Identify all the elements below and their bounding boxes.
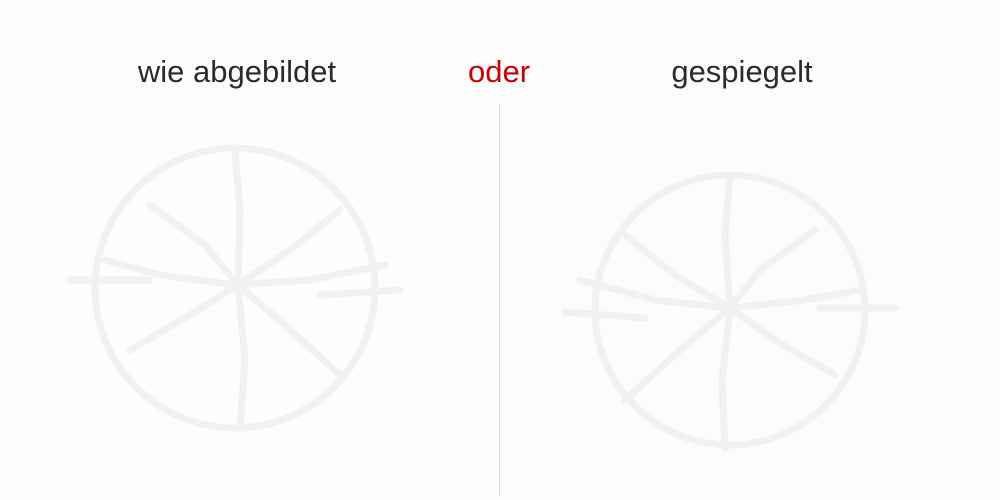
center-divider [499, 104, 500, 496]
figure-stroke [316, 286, 404, 299]
left-panel [0, 0, 500, 500]
figure-stroke [561, 308, 649, 322]
figure-stroke [621, 231, 839, 379]
faint-figure-as-shown [66, 144, 404, 434]
as-shown-label: wie abgebildet [137, 54, 337, 89]
figure-stroke [126, 206, 344, 354]
or-label: oder [467, 54, 531, 89]
right-panel [500, 0, 1000, 500]
faint-figure-mirrored [561, 171, 899, 452]
mirrored-label: gespiegelt [671, 54, 813, 89]
